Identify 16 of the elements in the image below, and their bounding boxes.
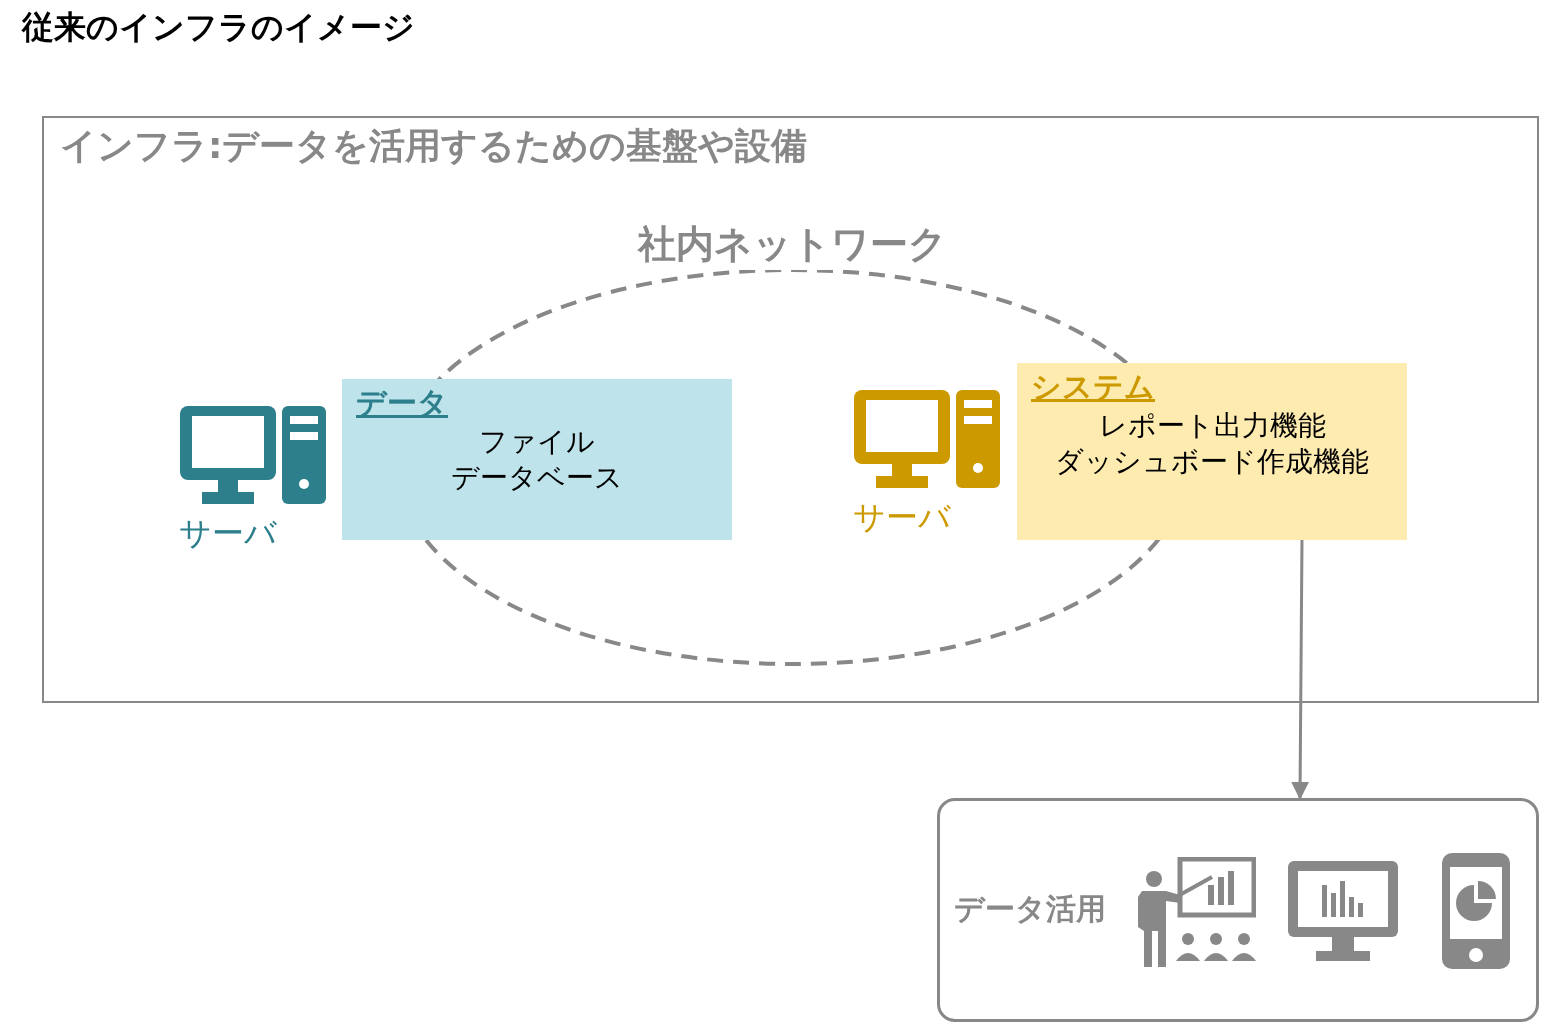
server-label: サーバ (178, 513, 278, 554)
list-item: データベース (451, 460, 623, 496)
arrow (1291, 538, 1310, 800)
list-item: ダッシュボード作成機能 (1055, 444, 1369, 480)
panel-label: データ活用 (954, 890, 1106, 928)
usage-panel (937, 798, 1539, 1022)
server-label: サーバ (852, 497, 952, 538)
info-box (1017, 363, 1407, 540)
frame-title: インフラ:データを活用するための基盤や設備 (60, 124, 808, 168)
info-box (342, 379, 732, 540)
box-heading: データ (356, 384, 448, 422)
infrastructure-frame (42, 116, 1539, 703)
box-heading: システム (1031, 368, 1155, 406)
list-item: レポート出力機能 (1098, 408, 1326, 444)
diagram-title: 従来のインフラのイメージ (22, 7, 415, 48)
list-item: ファイル (479, 424, 595, 460)
